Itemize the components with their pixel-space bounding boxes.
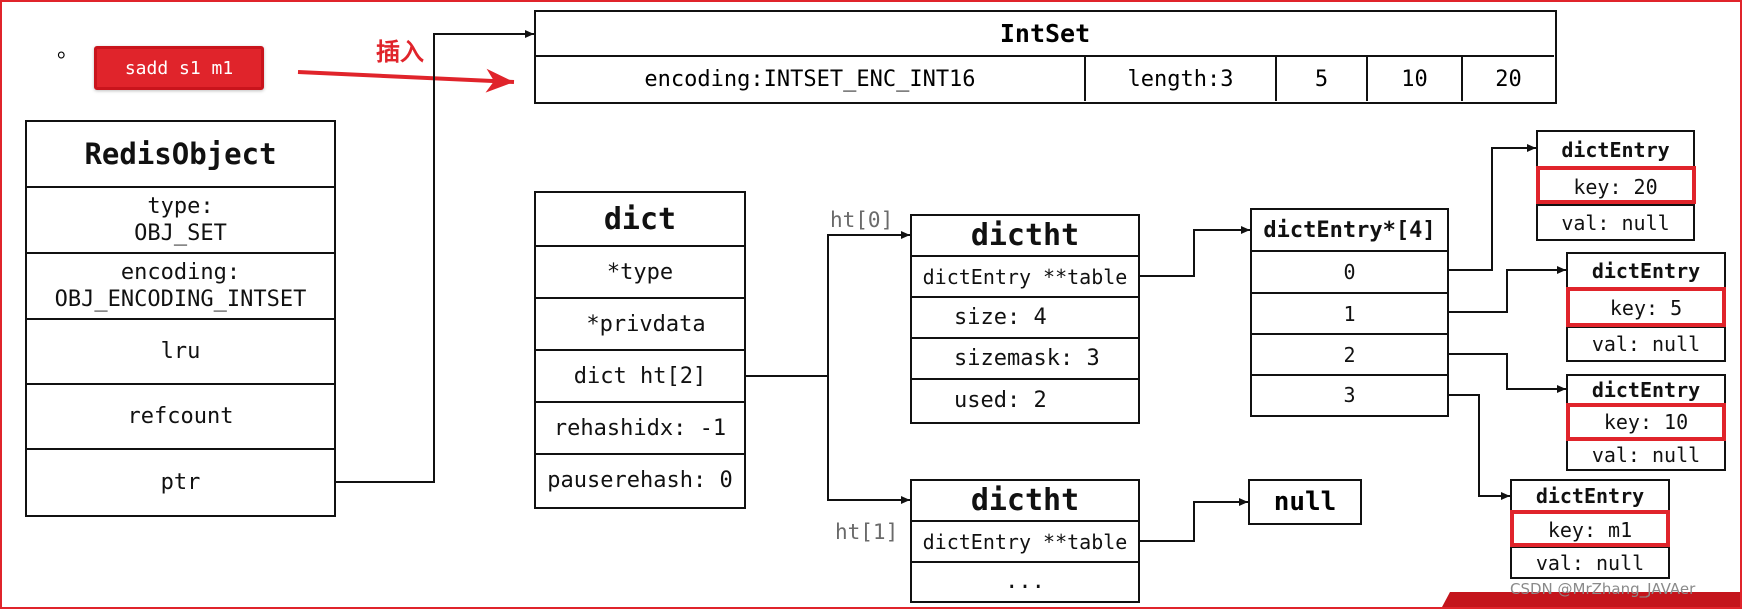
dictht-field: sizemask: 3 (912, 339, 1138, 380)
dict-field: *privdata (536, 299, 744, 351)
dict-entry-box: dictEntry key: 20 val: null (1536, 130, 1695, 241)
dictht-field: size: 4 (912, 298, 1138, 339)
dict-field: *type (536, 247, 744, 299)
intset-title: IntSet (536, 12, 1554, 57)
key-highlight (1510, 510, 1670, 547)
redis-object-encoding: encoding: OBJ_ENCODING_INTSET (27, 254, 334, 320)
watermark: CSDN @MrZhang_JAVAer (1510, 580, 1696, 598)
dict-entry-val: val: null (1591, 332, 1701, 356)
entry-array-slot: 0 (1252, 252, 1447, 294)
insert-arrow (297, 68, 515, 93)
intset-value: 5 (1277, 57, 1368, 101)
dictht-table-field: dictEntry **table (912, 257, 1138, 298)
dict-entry-title: dictEntry (1568, 376, 1724, 406)
slot3-line (1448, 394, 1510, 500)
slot1-line (1448, 266, 1566, 313)
dict-entry-val: val: null (1535, 550, 1645, 575)
bullet-dot: 。 (57, 38, 80, 63)
command-badge: sadd s1 m1 (94, 46, 264, 90)
ht1-line (827, 376, 910, 504)
intset-table: IntSet encoding:INTSET_ENC_INT16 length:… (534, 10, 1557, 104)
entry-array-slot: 2 (1252, 335, 1447, 376)
dict-field: pauserehash: 0 (547, 468, 733, 493)
redis-object-ptr: ptr (160, 470, 201, 495)
footer-banner (1434, 592, 1740, 607)
intset-length: length:3 (1086, 57, 1277, 101)
dictht-title: dictht (912, 216, 1138, 257)
dictht1-box: dictht dictEntry **table ... (910, 479, 1140, 603)
table-to-null-line (1139, 498, 1248, 542)
entry-array-title: dictEntry*[4] (1252, 210, 1447, 252)
dictht-field: used: 2 (954, 388, 1047, 413)
ht0-line (827, 231, 910, 376)
dict-entry-val: val: null (1591, 442, 1701, 467)
ptr-to-intset-line (335, 30, 534, 483)
encoding-label: encoding: (120, 260, 241, 285)
dict-entry-key: key: m1 (1512, 513, 1668, 548)
redis-object-box: RedisObject type: OBJ_SET encoding: OBJ_… (25, 120, 336, 517)
null-box: null (1248, 479, 1362, 525)
dictht-field: ... (1005, 569, 1045, 594)
dictht-title: dictht (912, 481, 1138, 522)
key-highlight (1536, 166, 1696, 204)
entry-array-slot: 1 (1252, 294, 1447, 335)
dict-entry-title: dictEntry (1568, 254, 1724, 290)
encoding-value: OBJ_ENCODING_INTSET (54, 287, 307, 312)
type-value: OBJ_SET (134, 221, 227, 246)
dict-entry-title: dictEntry (1512, 481, 1668, 513)
dict-field: dict ht[2] (536, 351, 744, 403)
dictht0-box: dictht dictEntry **table size: 4 sizemas… (910, 214, 1140, 424)
dict-title: dict (536, 193, 744, 247)
dict-entry-val: val: null (1561, 210, 1670, 235)
dict-entry-key: key: 20 (1538, 169, 1693, 206)
entry-array-slot: 3 (1343, 383, 1356, 407)
key-highlight (1566, 403, 1726, 441)
entry-array-box: dictEntry*[4] 0 1 2 3 (1250, 208, 1449, 417)
dict-box: dict *type *privdata dict ht[2] rehashid… (534, 191, 746, 509)
insert-label: 插入 (376, 37, 424, 66)
redis-object-title: RedisObject (27, 122, 334, 188)
dict-entry-box: dictEntry key: 5 val: null (1566, 252, 1726, 362)
dict-entry-key: key: 5 (1568, 290, 1724, 328)
type-label: type: (147, 194, 214, 219)
intset-value: 20 (1495, 66, 1522, 92)
redis-object-type: type: OBJ_SET (27, 188, 334, 254)
dict-entry-title: dictEntry (1538, 132, 1693, 169)
slot2-line (1448, 353, 1566, 393)
redis-object-lru: lru (27, 320, 334, 385)
intset-encoding: encoding:INTSET_ENC_INT16 (536, 57, 1086, 101)
redis-object-refcount: refcount (27, 385, 334, 450)
table-to-array-line (1139, 226, 1250, 277)
dict-entry-box: dictEntry key: m1 val: null (1510, 479, 1670, 579)
dict-field: rehashidx: -1 (536, 403, 744, 455)
slot0-line (1448, 144, 1536, 271)
key-highlight (1566, 287, 1726, 327)
dictht-table-field: dictEntry **table (912, 522, 1138, 563)
intset-value: 10 (1368, 57, 1463, 101)
ht0-label: ht[0] (830, 208, 894, 232)
ht1-label: ht[1] (835, 520, 899, 544)
